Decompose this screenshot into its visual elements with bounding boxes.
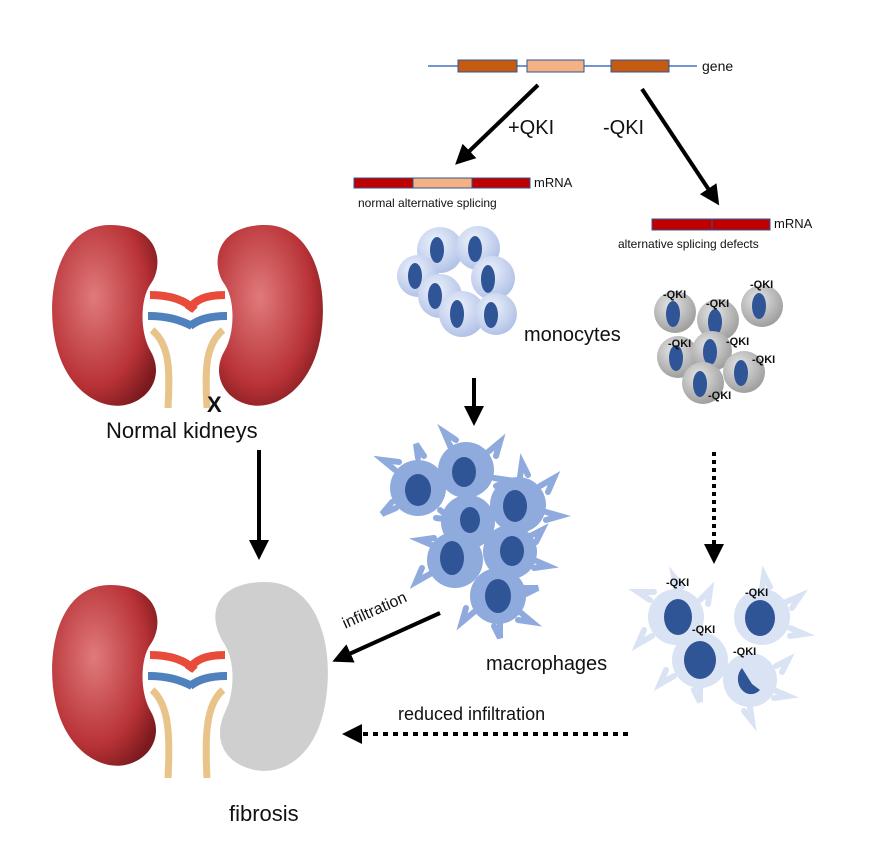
qki-tag: -QKI (726, 336, 750, 348)
mrna-normal-label: mRNA (534, 175, 573, 190)
mrna-defect-label: mRNA (774, 216, 813, 231)
kidney-left (52, 225, 198, 409)
monocytes-label: monocytes (524, 324, 621, 346)
qki-macrophages-cluster (628, 565, 816, 732)
macrophage-cell (408, 532, 483, 590)
qki-tag: -QKI (752, 354, 776, 366)
qki-tag: -QKI (708, 390, 732, 402)
qki-macrophage-cell (734, 565, 816, 645)
arrow-minus-qki (640, 87, 720, 206)
minus-qki-label: -QKI (603, 117, 645, 139)
qki-monocyte-cell (657, 336, 699, 378)
qki-monocytes-cluster (654, 285, 783, 404)
qki-monocyte-cell (654, 291, 696, 333)
kidney-right (184, 225, 323, 409)
qki-macrophage-cell (723, 653, 800, 732)
qki-macrophage-cell (628, 566, 715, 652)
macrophages-cluster (373, 423, 571, 640)
qki-monocyte-cell (682, 362, 724, 404)
normal-splicing-label: normal alternative splicing (358, 196, 497, 210)
qki-monocyte-cell (692, 331, 732, 371)
qki-tag: -QKI (745, 587, 769, 599)
fibrosis-label: fibrosis (229, 801, 299, 826)
macrophage-cell (483, 523, 560, 579)
arrow-plus-qki (455, 83, 540, 165)
macrophage-cell (490, 453, 571, 533)
monocyte-cell (439, 291, 485, 337)
normal-kidneys (52, 225, 323, 409)
qki-monocyte-cell (741, 285, 783, 327)
splicing-defects-label: alternative splicing defects (618, 237, 759, 251)
normal-kidneys-label: Normal kidneys (106, 418, 258, 443)
fibrotic-kidneys (52, 582, 328, 779)
qki-tag: -QKI (706, 298, 730, 310)
gene-label: gene (702, 58, 734, 74)
qki-tag: -QKI (666, 577, 690, 589)
mrna-normal (353, 177, 531, 189)
monocyte-cell (471, 256, 515, 300)
arrow-infiltration (332, 611, 441, 663)
kidney-left-fibrosis (52, 585, 198, 779)
monocyte-cell (475, 293, 517, 335)
qki-tag: -QKI (663, 289, 687, 301)
mrna-defect (651, 218, 771, 231)
kidney-right-fibrosis (184, 582, 328, 779)
qki-macrophage-cell (653, 632, 728, 704)
monocytes-cluster (397, 226, 517, 337)
qki-tag: -QKI (692, 624, 716, 636)
gene-structure (428, 59, 697, 73)
reduced-infiltration-label: reduced infiltration (398, 704, 546, 724)
macrophage-cell (456, 568, 543, 640)
plus-qki-label: +QKI (508, 117, 555, 139)
qki-monocyte-cell (697, 299, 739, 341)
qki-tag: -QKI (668, 338, 692, 350)
macrophages-label: macrophages (486, 653, 608, 675)
qki-tag: -QKI (733, 646, 757, 658)
qki-monocyte-cell (723, 351, 765, 393)
qki-tag: -QKI (750, 279, 774, 291)
x-mark: X (207, 392, 222, 417)
